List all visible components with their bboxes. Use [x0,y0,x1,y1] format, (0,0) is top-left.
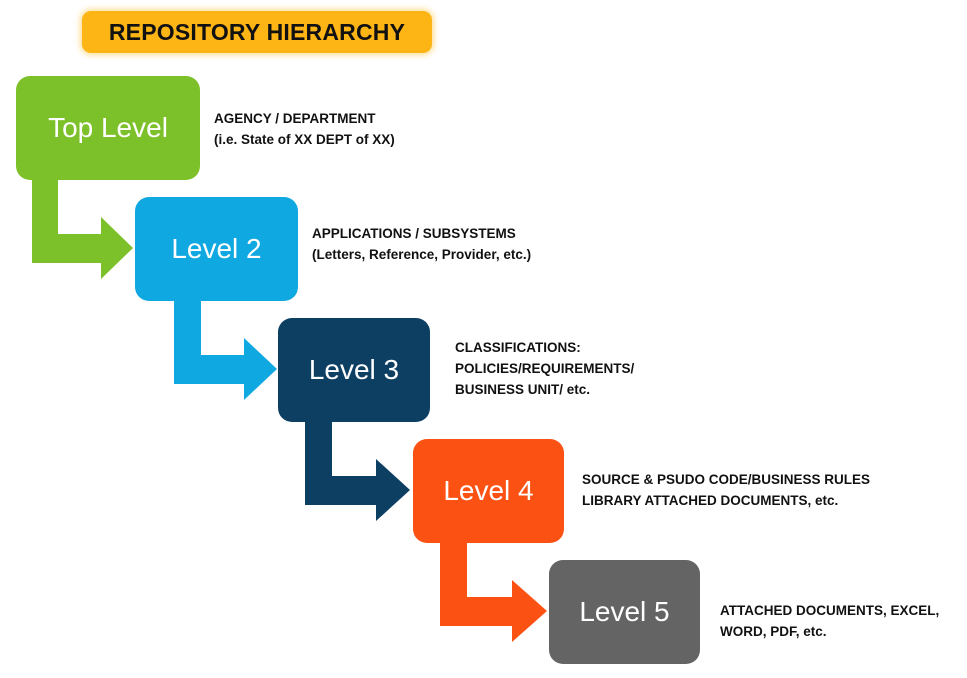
description-line: APPLICATIONS / SUBSYSTEMS [312,226,516,241]
level-label: Level 4 [443,475,534,506]
description-line: CLASSIFICATIONS: [455,340,581,355]
arrow-top-to-level-2 [32,178,133,279]
level-top-description: AGENCY / DEPARTMENT (i.e. State of XX DE… [214,108,395,150]
arrow-level-2-to-level-3 [174,299,277,400]
level-label: Level 3 [308,354,400,385]
level-label: Level 5 [579,596,670,627]
level-label: Level 2 [171,233,262,264]
description-line: LIBRARY ATTACHED DOCUMENTS, etc. [582,493,839,508]
level-box-top: Top Level [16,76,200,180]
description-line: BUSINESS UNIT/ etc. [455,382,591,397]
description-line: (Letters, Reference, Provider, etc.) [312,247,532,262]
description-line: (i.e. State of XX DEPT of XX) [214,132,395,147]
level-4-description: SOURCE & PSUDO CODE/BUSINESS RULES LIBRA… [582,469,870,511]
level-box-5: Level 5 [549,560,700,664]
arrow-level-4-to-level-5 [440,541,547,642]
description-line: WORD, PDF, etc. [720,624,827,639]
level-box-3: Level 3 [278,318,430,422]
description-line: SOURCE & PSUDO CODE/BUSINESS RULES [582,472,871,487]
level-3-description: CLASSIFICATIONS: POLICIES/REQUIREMENTS/ … [455,337,634,400]
level-box-4: Level 4 [413,439,564,543]
level-box-2: Level 2 [135,197,298,301]
level-label: Top Level [48,112,168,143]
level-2-description: APPLICATIONS / SUBSYSTEMS (Letters, Refe… [312,223,531,265]
diagram-title: REPOSITORY HIERARCHY [82,11,432,53]
description-line: AGENCY / DEPARTMENT [214,111,376,126]
description-line: ATTACHED DOCUMENTS, EXCEL, [720,603,940,618]
arrow-level-3-to-level-4 [305,420,410,521]
level-5-description: ATTACHED DOCUMENTS, EXCEL, WORD, PDF, et… [720,600,939,642]
description-line: POLICIES/REQUIREMENTS/ [455,361,635,376]
